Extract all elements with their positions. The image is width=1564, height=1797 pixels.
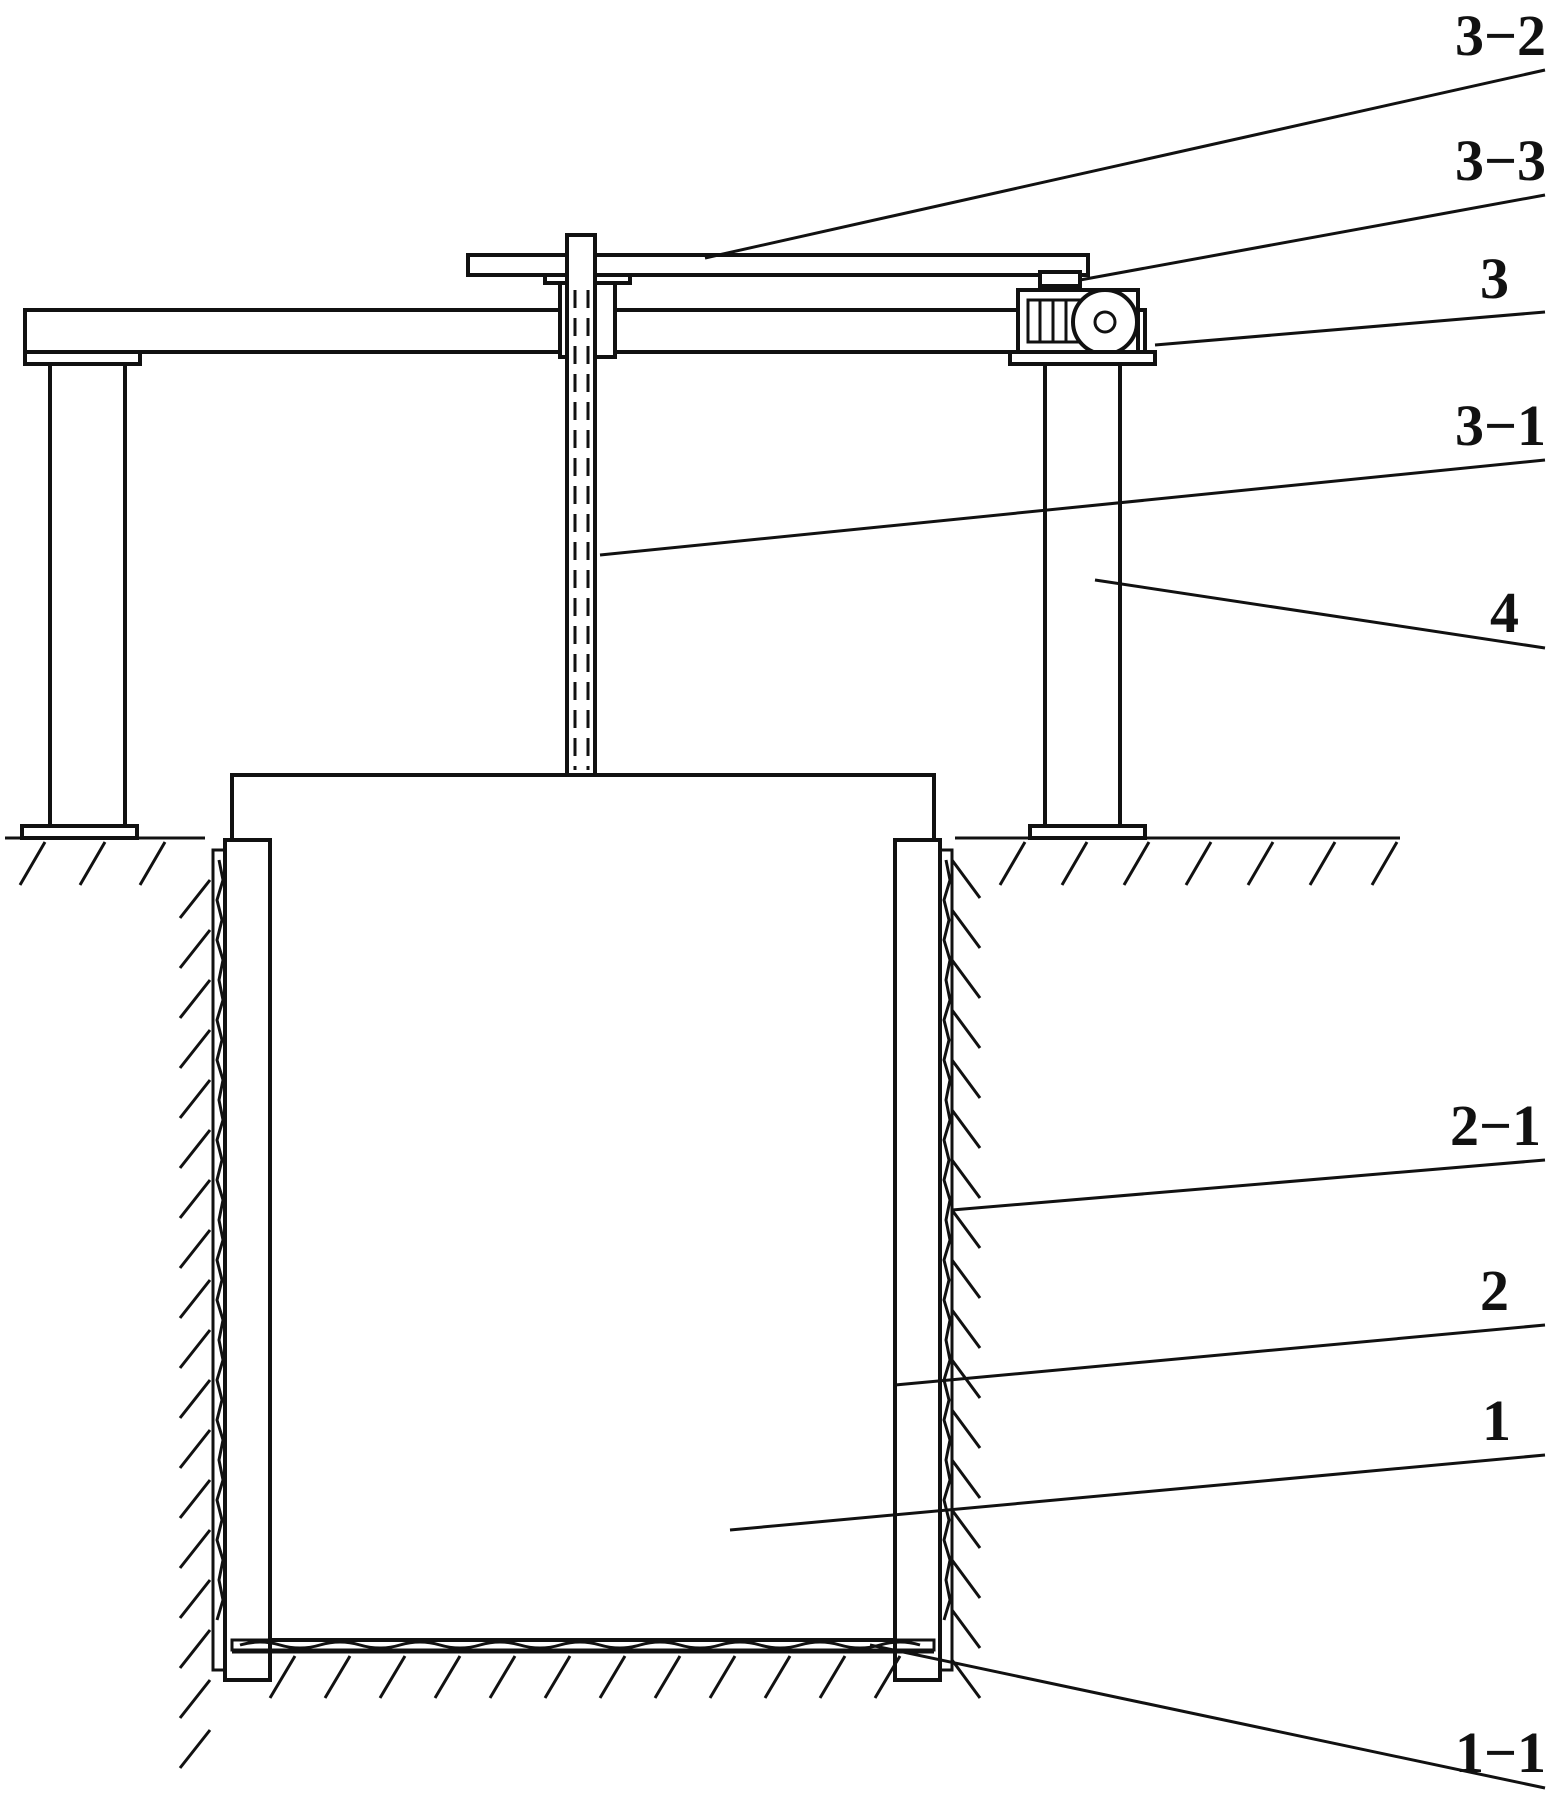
label-2: 2	[1480, 1258, 1509, 1323]
hatch-mark	[178, 1179, 212, 1219]
hatch-mark	[178, 1679, 212, 1719]
leader-1-1	[869, 1643, 1546, 1790]
leader-3-1	[599, 458, 1546, 557]
hatch-mark	[178, 979, 212, 1019]
hatch-mark	[950, 1659, 982, 1699]
hatch-mark	[950, 959, 982, 999]
hatch-mark	[950, 1159, 982, 1199]
hatch-mark	[178, 1029, 212, 1069]
label-3-3: 3−3	[1455, 128, 1546, 193]
hatch-mark	[818, 1655, 847, 1699]
hatch-mark	[543, 1655, 572, 1699]
hatch-mark	[178, 929, 212, 969]
right-column	[1043, 362, 1122, 828]
hatch-mark	[998, 841, 1027, 886]
hatch-mark	[178, 879, 212, 919]
part-labels: 3−2 3−3 3 3−1 4 2−1 2 1 1−1	[1450, 3, 1546, 1785]
well-walls	[211, 838, 954, 1682]
leader-3-2	[704, 68, 1546, 260]
cage-body	[230, 773, 936, 1642]
ground-hatching	[18, 841, 1399, 1769]
hatch-mark	[268, 1655, 297, 1699]
hatch-mark	[1246, 841, 1275, 886]
hatch-mark	[178, 1379, 212, 1419]
hatch-mark	[1122, 841, 1151, 886]
hatch-mark	[950, 1559, 982, 1599]
upper-arm	[466, 253, 1090, 277]
label-1-1: 1−1	[1455, 1720, 1546, 1785]
label-2-1: 2−1	[1450, 1093, 1541, 1158]
hatch-mark	[598, 1655, 627, 1699]
left-column	[48, 362, 127, 828]
motor-wheel-hub	[1093, 310, 1117, 334]
hatch-mark	[18, 841, 47, 886]
right-wall	[893, 838, 942, 1682]
hatch-mark	[950, 1059, 982, 1099]
hatch-mark	[178, 1079, 212, 1119]
ground	[5, 836, 1400, 1654]
left-column-base	[20, 824, 139, 840]
hatch-mark	[950, 1309, 982, 1349]
hatch-mark	[950, 1109, 982, 1149]
hatch-mark	[178, 1129, 212, 1169]
leader-2-1	[951, 1158, 1546, 1212]
leader-2	[894, 1323, 1546, 1387]
hatch-mark	[1060, 841, 1089, 886]
hatch-mark	[763, 1655, 792, 1699]
hatch-mark	[950, 859, 982, 899]
lifting-mechanism	[466, 233, 1157, 832]
hatch-mark	[78, 841, 107, 886]
leader-1	[729, 1453, 1546, 1532]
lifting-rod	[565, 233, 597, 777]
hatch-mark	[433, 1655, 462, 1699]
hatch-mark	[950, 1459, 982, 1499]
label-3-2: 3−2	[1455, 3, 1546, 68]
hatch-mark	[950, 1409, 982, 1449]
motor-wheel	[1071, 288, 1139, 356]
leader-4	[1094, 578, 1546, 650]
hatch-mark	[1370, 841, 1399, 886]
hatch-mark	[873, 1655, 902, 1699]
leader-3	[1154, 310, 1546, 347]
hatch-mark	[708, 1655, 737, 1699]
hatch-mark	[950, 1609, 982, 1649]
hatch-mark	[1184, 841, 1213, 886]
hatch-mark	[178, 1329, 212, 1369]
right-column-base	[1028, 824, 1147, 840]
hatch-mark	[950, 1009, 982, 1049]
label-3: 3	[1480, 246, 1509, 311]
hatch-mark	[178, 1529, 212, 1569]
hatch-mark	[950, 1209, 982, 1249]
hatch-mark	[178, 1579, 212, 1619]
hatch-mark	[950, 1509, 982, 1549]
hatch-mark	[178, 1429, 212, 1469]
left-grout	[211, 848, 227, 1672]
hatch-mark	[178, 1279, 212, 1319]
hatch-mark	[138, 841, 167, 886]
hatch-mark	[178, 1629, 212, 1669]
leader-3-3	[1079, 193, 1546, 282]
hatch-mark	[950, 1259, 982, 1299]
left-wall	[223, 838, 272, 1682]
hatch-mark	[950, 909, 982, 949]
hatch-mark	[178, 1229, 212, 1269]
motor-base	[1008, 350, 1157, 366]
motor-mount-top	[1038, 270, 1082, 288]
hatch-mark	[653, 1655, 682, 1699]
hatch-mark	[378, 1655, 407, 1699]
label-4: 4	[1490, 580, 1519, 645]
hatch-mark	[178, 1729, 212, 1769]
hatch-mark	[488, 1655, 517, 1699]
hatch-mark	[323, 1655, 352, 1699]
bottom-filler	[230, 1638, 936, 1652]
leader-lines	[599, 68, 1546, 1790]
hatch-mark	[1308, 841, 1337, 886]
hatch-mark	[178, 1479, 212, 1519]
label-1: 1	[1482, 1388, 1511, 1453]
label-3-1: 3−1	[1455, 393, 1546, 458]
